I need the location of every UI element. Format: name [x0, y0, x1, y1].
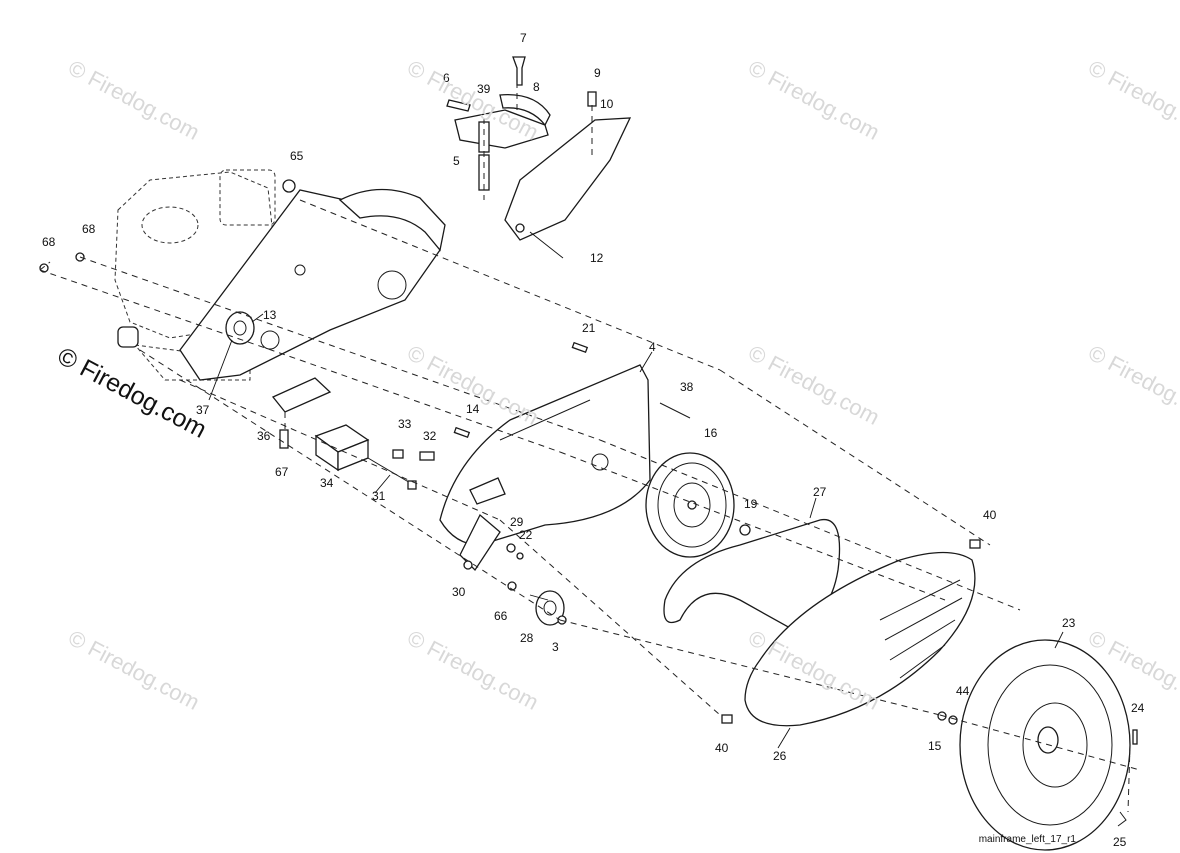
callout-68a: 68 [42, 235, 56, 249]
callout-14: 14 [466, 402, 480, 416]
screw-40b [721, 714, 733, 724]
drive-pulley [645, 452, 735, 558]
callout-23: 23 [1062, 616, 1076, 630]
callout-5: 5 [453, 154, 460, 168]
callout-39: 39 [477, 82, 491, 96]
screw-40a [969, 539, 981, 549]
callout-44: 44 [956, 684, 970, 698]
callout-10: 10 [600, 97, 614, 111]
assembly-lines [39, 82, 1141, 813]
callout-34: 34 [320, 476, 334, 490]
belt-cover-plate [439, 364, 651, 546]
callout-26: 26 [773, 749, 787, 763]
callout-36: 36 [257, 429, 271, 443]
washer-19 [739, 524, 751, 536]
callout-3: 3 [552, 640, 559, 654]
callout-40a: 40 [983, 508, 997, 522]
callout-22: 22 [519, 528, 533, 542]
idler-pulley [535, 590, 565, 626]
callout-37: 37 [196, 403, 210, 417]
callout-13: 13 [263, 308, 277, 322]
bolts [279, 341, 691, 490]
callout-7: 7 [520, 31, 527, 45]
washer-66 [507, 581, 517, 591]
callout-65: 65 [290, 149, 304, 163]
shield-plate [504, 91, 632, 241]
callout-16: 16 [704, 426, 718, 440]
callout-67: 67 [275, 465, 289, 479]
callout-9: 9 [594, 66, 601, 80]
callout-4: 4 [649, 340, 656, 354]
callout-8: 8 [533, 80, 540, 94]
tiller-wheel [959, 639, 1131, 851]
callout-28: 28 [520, 631, 534, 645]
idler-bracket [459, 513, 524, 572]
belt-guard [744, 551, 976, 727]
callout-6: 6 [443, 71, 450, 85]
pin-24 [1132, 729, 1138, 745]
nut-65 [282, 179, 296, 193]
callout-19: 19 [744, 497, 758, 511]
callout-21: 21 [582, 321, 596, 335]
callout-27: 27 [813, 485, 827, 499]
callout-66: 66 [494, 609, 508, 623]
bushing [117, 326, 139, 348]
idler-block [314, 424, 370, 472]
callout-68b: 68 [82, 222, 96, 236]
callout-25: 25 [1113, 835, 1127, 849]
callout-12: 12 [590, 251, 604, 265]
callout-38: 38 [680, 380, 694, 394]
callout-40b: 40 [715, 741, 729, 755]
washer-68a [39, 263, 49, 273]
leader-lines [208, 231, 1064, 749]
washer-44 [948, 715, 958, 725]
callout-24: 24 [1131, 701, 1145, 715]
clip-25 [1117, 811, 1127, 827]
bracket-36 [271, 377, 332, 413]
callout-31: 31 [372, 489, 386, 503]
callout-15: 15 [928, 739, 942, 753]
callout-32: 32 [423, 429, 437, 443]
callout-30: 30 [452, 585, 466, 599]
callout-29: 29 [510, 515, 524, 529]
callout-labels: 7 6 39 8 9 10 5 12 65 68 68 13 21 4 38 1… [42, 31, 1145, 849]
blade-bracket-assembly [446, 56, 551, 191]
engine-pulley [225, 311, 255, 345]
diagram-code: mainframe_left_17_r1 [978, 834, 1076, 845]
callout-33: 33 [398, 417, 412, 431]
